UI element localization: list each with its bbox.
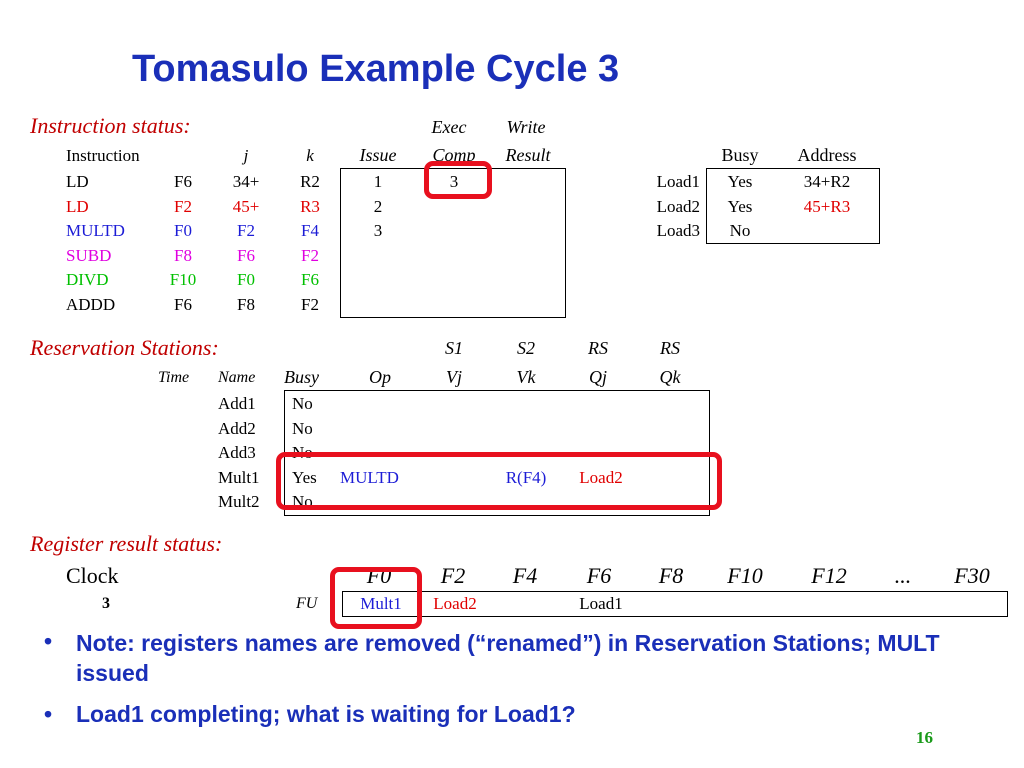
instruction-status-label: Instruction status: bbox=[30, 113, 191, 138]
exec-header: Exec bbox=[431, 117, 467, 137]
time-header: Time bbox=[158, 369, 190, 386]
load-address: 45+R3 bbox=[803, 196, 851, 216]
bullet-dot-1: • bbox=[44, 628, 53, 654]
name-header: Name bbox=[218, 369, 256, 386]
bullet-dot-2: • bbox=[44, 701, 53, 727]
register-name: F30 bbox=[954, 563, 990, 588]
register-status-label: Register result status: bbox=[30, 531, 223, 556]
instr-issue: 2 bbox=[373, 196, 383, 216]
rs-name: Add2 bbox=[218, 418, 256, 438]
rs-op: MULTD bbox=[340, 467, 399, 487]
instr-dest: F6 bbox=[174, 294, 192, 314]
instr-dest: F8 bbox=[174, 245, 192, 265]
s2-header: S2 bbox=[517, 338, 535, 358]
qk-header: Qk bbox=[659, 367, 681, 387]
instr-op: ADDD bbox=[66, 294, 116, 314]
result-header: Result bbox=[505, 145, 551, 165]
register-fu: Load1 bbox=[579, 594, 623, 613]
rs-name: Add3 bbox=[218, 443, 256, 462]
register-fu: Load2 bbox=[433, 594, 477, 613]
load-name: Load1 bbox=[656, 172, 700, 191]
reservation-stations-label: Reservation Stations: bbox=[30, 335, 219, 360]
highlight-f0-fu bbox=[330, 567, 422, 629]
instr-j: F8 bbox=[237, 294, 255, 314]
vk-header: Vk bbox=[516, 367, 536, 387]
slide-title: Tomasulo Example Cycle 3 bbox=[132, 48, 620, 90]
load-name: Load3 bbox=[656, 221, 700, 240]
rs-busy-header: Busy bbox=[284, 367, 319, 387]
instr-j: 34+ bbox=[232, 172, 260, 191]
load-busy-header: Busy bbox=[721, 145, 759, 165]
issue-header: Issue bbox=[359, 145, 397, 165]
instr-comp: 3 bbox=[449, 172, 459, 191]
instr-k: R2 bbox=[300, 172, 320, 191]
rs-busy: No bbox=[292, 394, 313, 413]
register-name: F10 bbox=[727, 563, 763, 588]
instr-issue: 3 bbox=[373, 221, 383, 240]
rs-name: Mult1 bbox=[218, 467, 260, 487]
instr-j: F6 bbox=[237, 245, 255, 265]
load-busy: No bbox=[729, 221, 751, 240]
load-busy: Yes bbox=[727, 172, 753, 191]
instruction-status-box bbox=[340, 168, 566, 318]
register-name: F12 bbox=[811, 563, 847, 588]
register-name: ... bbox=[894, 563, 912, 588]
note-2: Load1 completing; what is waiting for Lo… bbox=[76, 701, 576, 727]
instr-op: LD bbox=[66, 172, 89, 191]
comp-header: Comp bbox=[432, 145, 476, 165]
register-name: F4 bbox=[512, 563, 538, 588]
instr-issue: 1 bbox=[373, 172, 383, 191]
instr-op: DIVD bbox=[66, 270, 109, 289]
rs-busy: Yes bbox=[292, 467, 317, 487]
instr-j: F2 bbox=[237, 221, 255, 240]
rs2-header: RS bbox=[660, 338, 680, 358]
instr-j: 45+ bbox=[232, 196, 260, 216]
highlight-mult1-row bbox=[276, 452, 722, 510]
rs-qj: Load2 bbox=[579, 467, 623, 487]
instr-j: F0 bbox=[237, 270, 255, 289]
page-number: 16 bbox=[916, 728, 933, 747]
register-name: F8 bbox=[658, 563, 684, 588]
load-name: Load2 bbox=[656, 196, 700, 216]
highlight-comp-cycle bbox=[424, 161, 492, 199]
register-name: F2 bbox=[440, 563, 466, 588]
rs-name: Mult2 bbox=[218, 492, 260, 511]
qj-header: Qj bbox=[589, 367, 607, 387]
register-name: F6 bbox=[586, 563, 612, 588]
load-busy: Yes bbox=[727, 196, 753, 216]
instr-dest: F6 bbox=[174, 172, 192, 191]
rs-busy: No bbox=[292, 418, 313, 438]
instr-dest: F0 bbox=[174, 221, 192, 240]
instr-k: F4 bbox=[301, 221, 319, 240]
instr-k: F2 bbox=[301, 294, 319, 314]
instr-k: F2 bbox=[301, 245, 319, 265]
k-header: k bbox=[306, 146, 314, 165]
clock-value: 3 bbox=[102, 595, 110, 612]
instr-dest: F10 bbox=[169, 270, 197, 289]
instr-k: F6 bbox=[301, 270, 319, 289]
clock-label: Clock bbox=[66, 563, 119, 588]
vj-header: Vj bbox=[446, 367, 462, 387]
rs-name: Add1 bbox=[218, 394, 256, 413]
load-buffer-box bbox=[706, 168, 880, 244]
rs1-header: RS bbox=[588, 338, 608, 358]
instr-op: LD bbox=[66, 196, 89, 216]
s1-header: S1 bbox=[445, 338, 463, 358]
op-header: Op bbox=[369, 367, 391, 387]
instr-op: MULTD bbox=[66, 221, 125, 240]
instr-k: R3 bbox=[300, 196, 320, 216]
rs-vk: R(F4) bbox=[505, 467, 547, 487]
register-status-box bbox=[342, 591, 1008, 617]
register-fu: Mult1 bbox=[360, 594, 402, 613]
j-header: j bbox=[243, 146, 249, 165]
instruction-header: Instruction bbox=[66, 146, 140, 165]
load-address-header: Address bbox=[797, 145, 857, 165]
write-header: Write bbox=[506, 117, 546, 137]
note-1: Note: registers names are removed (“rena… bbox=[76, 630, 940, 686]
instr-op: SUBD bbox=[66, 245, 112, 265]
instr-dest: F2 bbox=[174, 196, 192, 216]
fu-label: FU bbox=[296, 595, 318, 612]
load-address: 34+R2 bbox=[803, 172, 851, 191]
